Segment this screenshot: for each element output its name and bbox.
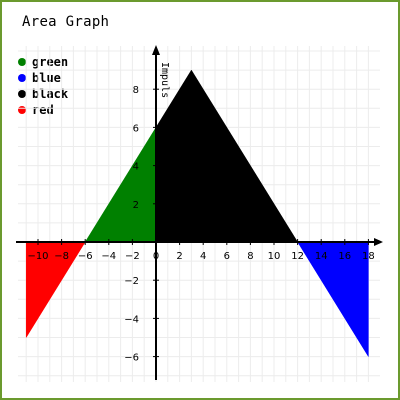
x-tick-label: 2 (176, 251, 182, 262)
legend-swatch (18, 74, 26, 82)
x-axis-arrow (374, 238, 383, 246)
x-tick-label: −8 (54, 251, 69, 262)
y-tick-label: −4 (124, 314, 139, 325)
y-tick-label: −2 (124, 276, 139, 287)
y-tick-label: 2 (133, 200, 139, 211)
x-tick-label: 6 (224, 251, 230, 262)
y-tick-label: 4 (133, 162, 139, 173)
y-axis-arrow (152, 45, 160, 55)
x-tick-label: −2 (125, 251, 140, 262)
x-tick-label: 0 (153, 251, 159, 262)
x-tick-label: −10 (27, 251, 48, 262)
x-tick-label: 10 (268, 251, 281, 262)
y-tick-label: 6 (133, 123, 139, 134)
y-tick-label: 8 (133, 85, 139, 96)
tick-labels: −10 −8 −6 −4 −2 0 2 4 6 8 10 12 14 16 18 −6 −4 −2 2 4 6 8 (27, 85, 374, 363)
x-tick-label: −4 (101, 251, 116, 262)
x-tick-label: 8 (247, 251, 253, 262)
legend-label: blue (32, 71, 61, 85)
x-tick-label: 16 (338, 251, 351, 262)
legend-item-red: red (18, 102, 68, 118)
x-tick-label: 12 (291, 251, 304, 262)
x-tick-label: 14 (315, 251, 328, 262)
legend-item-blue: blue (18, 70, 68, 86)
x-tick-label: 18 (362, 251, 375, 262)
legend-swatch (18, 58, 26, 66)
axes (16, 45, 383, 380)
y-tick-label: −6 (124, 353, 139, 364)
chart-title: Area Graph (22, 14, 110, 30)
x-tick-label: 4 (200, 251, 206, 262)
y-axis-label: Impuls (159, 62, 170, 98)
x-tick-label: −6 (78, 251, 93, 262)
legend-label: red (32, 103, 54, 117)
areas (25, 69, 369, 358)
legend-swatch (18, 106, 26, 114)
legend-swatch (18, 90, 26, 98)
